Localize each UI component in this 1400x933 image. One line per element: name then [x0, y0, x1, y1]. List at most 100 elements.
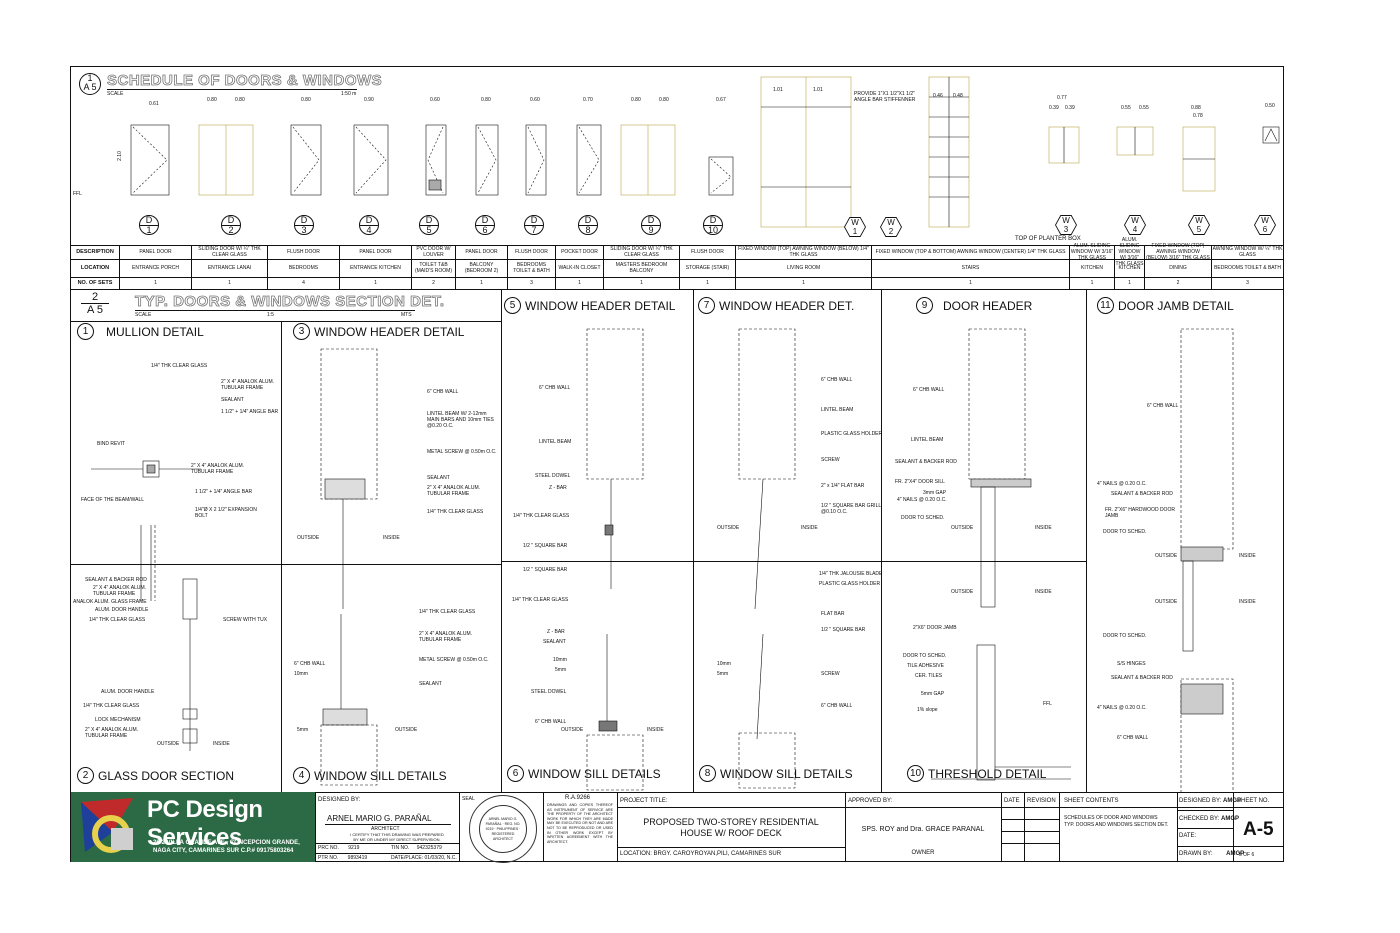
detail-11-note-6: OUTSIDE: [1155, 553, 1178, 559]
detail-6-note-1: 1/2 " SQUARE BAR: [523, 567, 568, 573]
detail-4-note-1: 1/4" THK CLEAR GLASS: [419, 609, 476, 615]
dim-w3-width: 0.77: [1057, 95, 1067, 101]
detail-1-note-9: 1/4"Ø X 2 1/2" EXPANSION BOLT: [195, 507, 257, 519]
detail-2-note-1: SEALANT & BACKER ROD: [85, 577, 147, 583]
schedule-cell-desc-d7: FLUSH DOOR: [507, 245, 555, 259]
seal-label: SEAL: [462, 796, 475, 802]
detail-6-note-9: OUTSIDE: [561, 727, 584, 733]
schedule-cell-desc-w5: FIXED WINDOW (TOP) AWNING WINDOW (BELOW)…: [1144, 243, 1211, 261]
tag-number: 4: [360, 225, 378, 235]
detail-11-note-13: 4" NAILS @ 0.20 O.C.: [1097, 705, 1147, 711]
sheet-no-label: SHEET NO.: [1237, 798, 1270, 804]
schedule-ref-bubble: 1 A 5: [79, 73, 101, 95]
detail-10-note-7: 5mm GAP: [921, 691, 945, 697]
tag-letter: W: [887, 218, 895, 227]
owner-name: SPS. ROY and Dra. GRACE PARANAL: [861, 826, 985, 833]
detail-8-num: 8: [699, 765, 716, 782]
project-location: LOCATION: BRGY. CAROYROYAN,PILI, CAMARIN…: [620, 851, 782, 857]
schedule-elevations: FFL: [73, 76, 1280, 228]
sheet-of: 5 OF 6: [1239, 852, 1255, 858]
schedule-cell-desc-d3: FLUSH DOOR: [267, 245, 339, 259]
schedule-cell-loc-w3: KITCHEN: [1069, 259, 1114, 277]
tag-number: 3: [295, 225, 313, 235]
dim-w5-inner: 0.78: [1193, 113, 1203, 119]
sheet-number: A-5: [1243, 819, 1274, 840]
tag-number: 1: [140, 225, 158, 235]
detail-4-note-6: 10mm: [294, 671, 308, 677]
tag-number: 6: [476, 225, 494, 235]
row-label-location: LOCATION: [80, 265, 110, 271]
schedule-cell-desc-w3: ALUM. SLIDING WINDOW W/ 3/16" THK GLASS: [1069, 243, 1114, 261]
schedule-cell-loc-d10: STORAGE (STAIR): [679, 259, 735, 277]
detail-11-note-11: S/S HINGES: [1117, 661, 1146, 667]
schedule-cell-sets-d3: 4: [267, 277, 339, 289]
detail-8-note-2: PLASTIC GLASS HOLDER: [819, 581, 881, 587]
tag-number: 6: [1262, 225, 1268, 234]
detail-6-note-4: SEALANT: [543, 639, 566, 645]
detail-3-note-4: SEALANT: [427, 475, 450, 481]
dim-d6-width: 0.80: [481, 97, 491, 103]
tag-letter: D: [709, 215, 717, 225]
tag-number: 8: [579, 225, 597, 235]
detail-11-note-10: DOOR TO SCHED.: [1103, 633, 1147, 639]
dim-w4-right: 0.55: [1139, 105, 1149, 111]
detail-8-note-8: 6" CHB WALL: [821, 703, 853, 709]
detail-2-note-3: ANALOK ALUM. GLASS FRAME: [73, 599, 147, 605]
sections-units: MTS: [401, 312, 412, 318]
tag-number: 3: [1063, 225, 1069, 234]
schedule-cell-desc-d1: PANEL DOOR: [119, 245, 191, 259]
dim-d9-left: 0.80: [631, 97, 641, 103]
detail-11-note-8: OUTSIDE: [1155, 599, 1178, 605]
detail-7-label: WINDOW HEADER DET.: [719, 298, 855, 313]
detail-3-note-3: METAL SCREW @ 0.50m O.C.: [427, 449, 497, 455]
project-title: PROPOSED TWO-STOREY RESIDENTIAL HOUSE W/…: [617, 817, 845, 839]
detail-3-note-2: LINTEL BEAM W/ 2-12mm MAIN BARS AND 10mm…: [427, 411, 494, 429]
schedule-cell-sets-d10: 1: [679, 277, 735, 289]
detail-5-num: 5: [504, 297, 521, 314]
schedule-cell-desc-d2: SLIDING DOOR W/ ¼" THK CLEAR GLASS: [191, 245, 267, 259]
schedule-ref-num: 1: [87, 73, 93, 83]
detail-6-num: 6: [507, 765, 524, 782]
dim-w2-left: 0.46: [933, 93, 943, 99]
detail-4-note-4: SEALANT: [419, 681, 442, 687]
schedule-cell-desc-w2: FIXED WINDOW (TOP & BOTTOM) AWNING WINDO…: [871, 245, 1069, 259]
prc-field: PRC NO. 9219: [318, 845, 360, 851]
detail-7-note-4: SCREW: [821, 457, 840, 463]
tag-letter: W: [1195, 216, 1203, 225]
tag-letter: D: [481, 215, 489, 225]
schedule-cell-desc-d4: PANEL DOOR: [339, 245, 411, 259]
detail-1-note-6: 2" X 4" ANALOK ALUM. TUBULAR FRAME: [191, 463, 245, 475]
detail-11-label: DOOR JAMB DETAIL: [1118, 298, 1234, 313]
detail-7-title: 7 WINDOW HEADER DET.: [698, 297, 854, 314]
detail-10-note-1: OUTSIDE: [951, 589, 974, 595]
detail-3-note-6: 1/4" THK CLEAR GLASS: [427, 509, 484, 515]
dim-w4-left: 0.55: [1121, 105, 1131, 111]
schedule-cell-sets-d7: 3: [507, 277, 555, 289]
detail-11-note-1: 6" CHB WALL: [1147, 403, 1179, 409]
schedule-cell-sets-w2: 1: [871, 277, 1069, 289]
sheet-contents-label: SHEET CONTENTS: [1064, 798, 1119, 804]
company-logo-panel: PC Design Services 26-2 VILLA GRANDE AVE…: [71, 792, 315, 862]
dim-d1-width: 0.61: [149, 101, 159, 107]
drawn-by: DRAWN BY: AMGP: [1179, 851, 1245, 857]
project-title-line-1: PROPOSED TWO-STOREY RESIDENTIAL: [643, 817, 819, 827]
detail-7-note-3: PLASTIC GLASS HOLDER: [821, 431, 883, 437]
detail-6-note-2: 1/4" THK CLEAR GLASS: [512, 597, 569, 603]
detail-10-note-3: 2"X6" DOOR JAMB: [913, 625, 957, 631]
project-title-line-2: HOUSE W/ ROOF DECK: [680, 828, 782, 838]
detail-8-note-6: 5mm: [717, 671, 729, 677]
detail-2-label: GLASS DOOR SECTION: [98, 768, 235, 783]
detail-7-num: 7: [698, 297, 715, 314]
ptr-field: PTR NO. 9893419: [318, 855, 368, 861]
detail-1-note-1: 1/4" THK CLEAR GLASS: [151, 363, 208, 369]
detail-9-note-1: 6" CHB WALL: [913, 387, 945, 393]
